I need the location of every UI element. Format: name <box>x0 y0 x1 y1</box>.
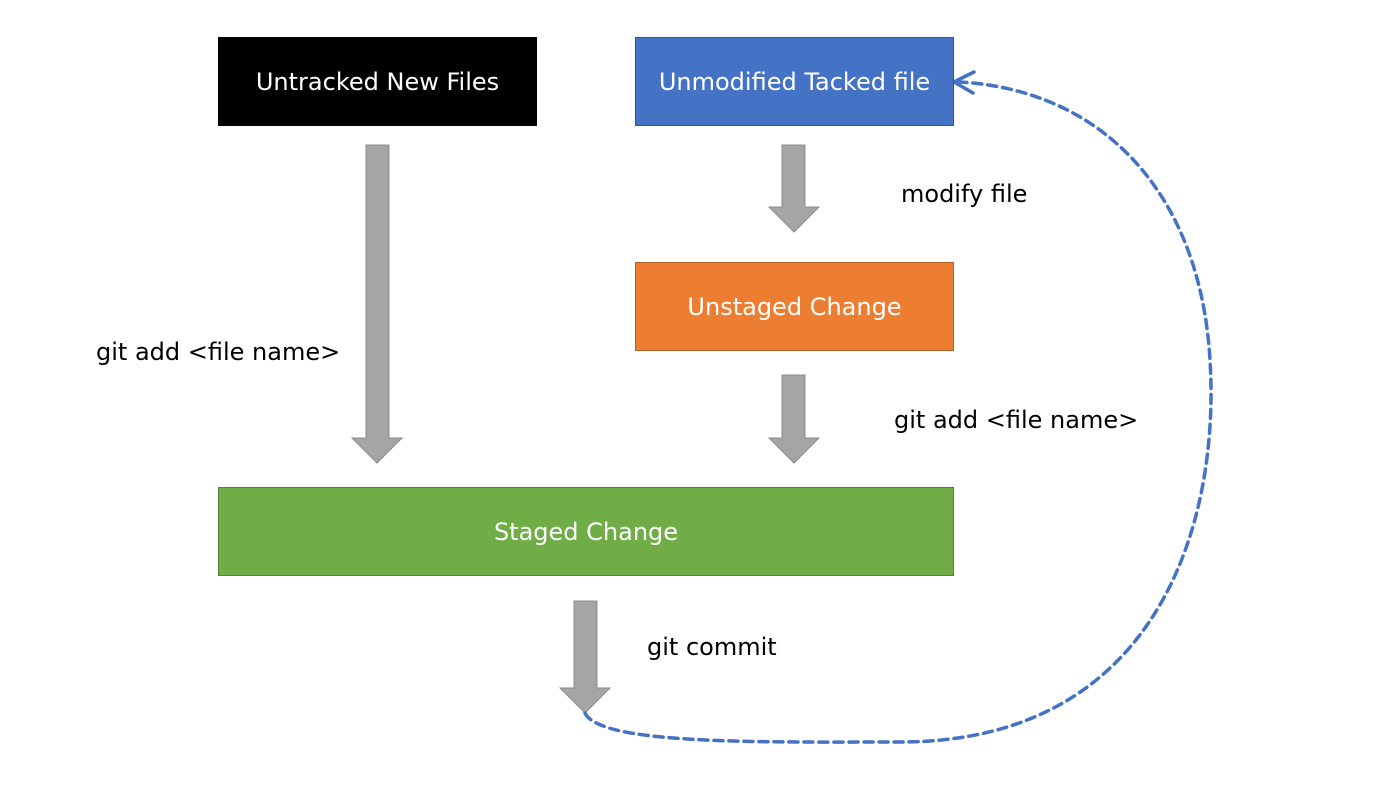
arrow-staged-commit <box>558 600 612 714</box>
edge-label-untracked-git-add: git add <file name> <box>96 338 341 366</box>
edge-label-modify-file: modify file <box>901 180 1028 208</box>
node-untracked-label: Untracked New Files <box>255 67 500 96</box>
node-unmodified-label: Unmodified Tacked file <box>658 67 931 96</box>
node-staged-label: Staged Change <box>493 517 679 546</box>
arrow-untracked-to-staged <box>350 144 404 464</box>
node-staged-change: Staged Change <box>218 487 954 576</box>
edge-label-git-commit: git commit <box>647 633 777 661</box>
arrow-unmodified-to-unstaged <box>767 144 821 233</box>
commit-loop-arrowhead <box>952 70 976 95</box>
node-untracked-new-files: Untracked New Files <box>218 37 537 126</box>
commit-loop-path <box>583 80 1213 744</box>
node-unmodified-tracked-file: Unmodified Tacked file <box>635 37 954 126</box>
node-unstaged-change: Unstaged Change <box>635 262 954 351</box>
node-unstaged-label: Unstaged Change <box>687 292 902 321</box>
edge-label-unstaged-git-add: git add <file name> <box>894 406 1139 434</box>
arrow-unstaged-to-staged <box>767 374 821 464</box>
